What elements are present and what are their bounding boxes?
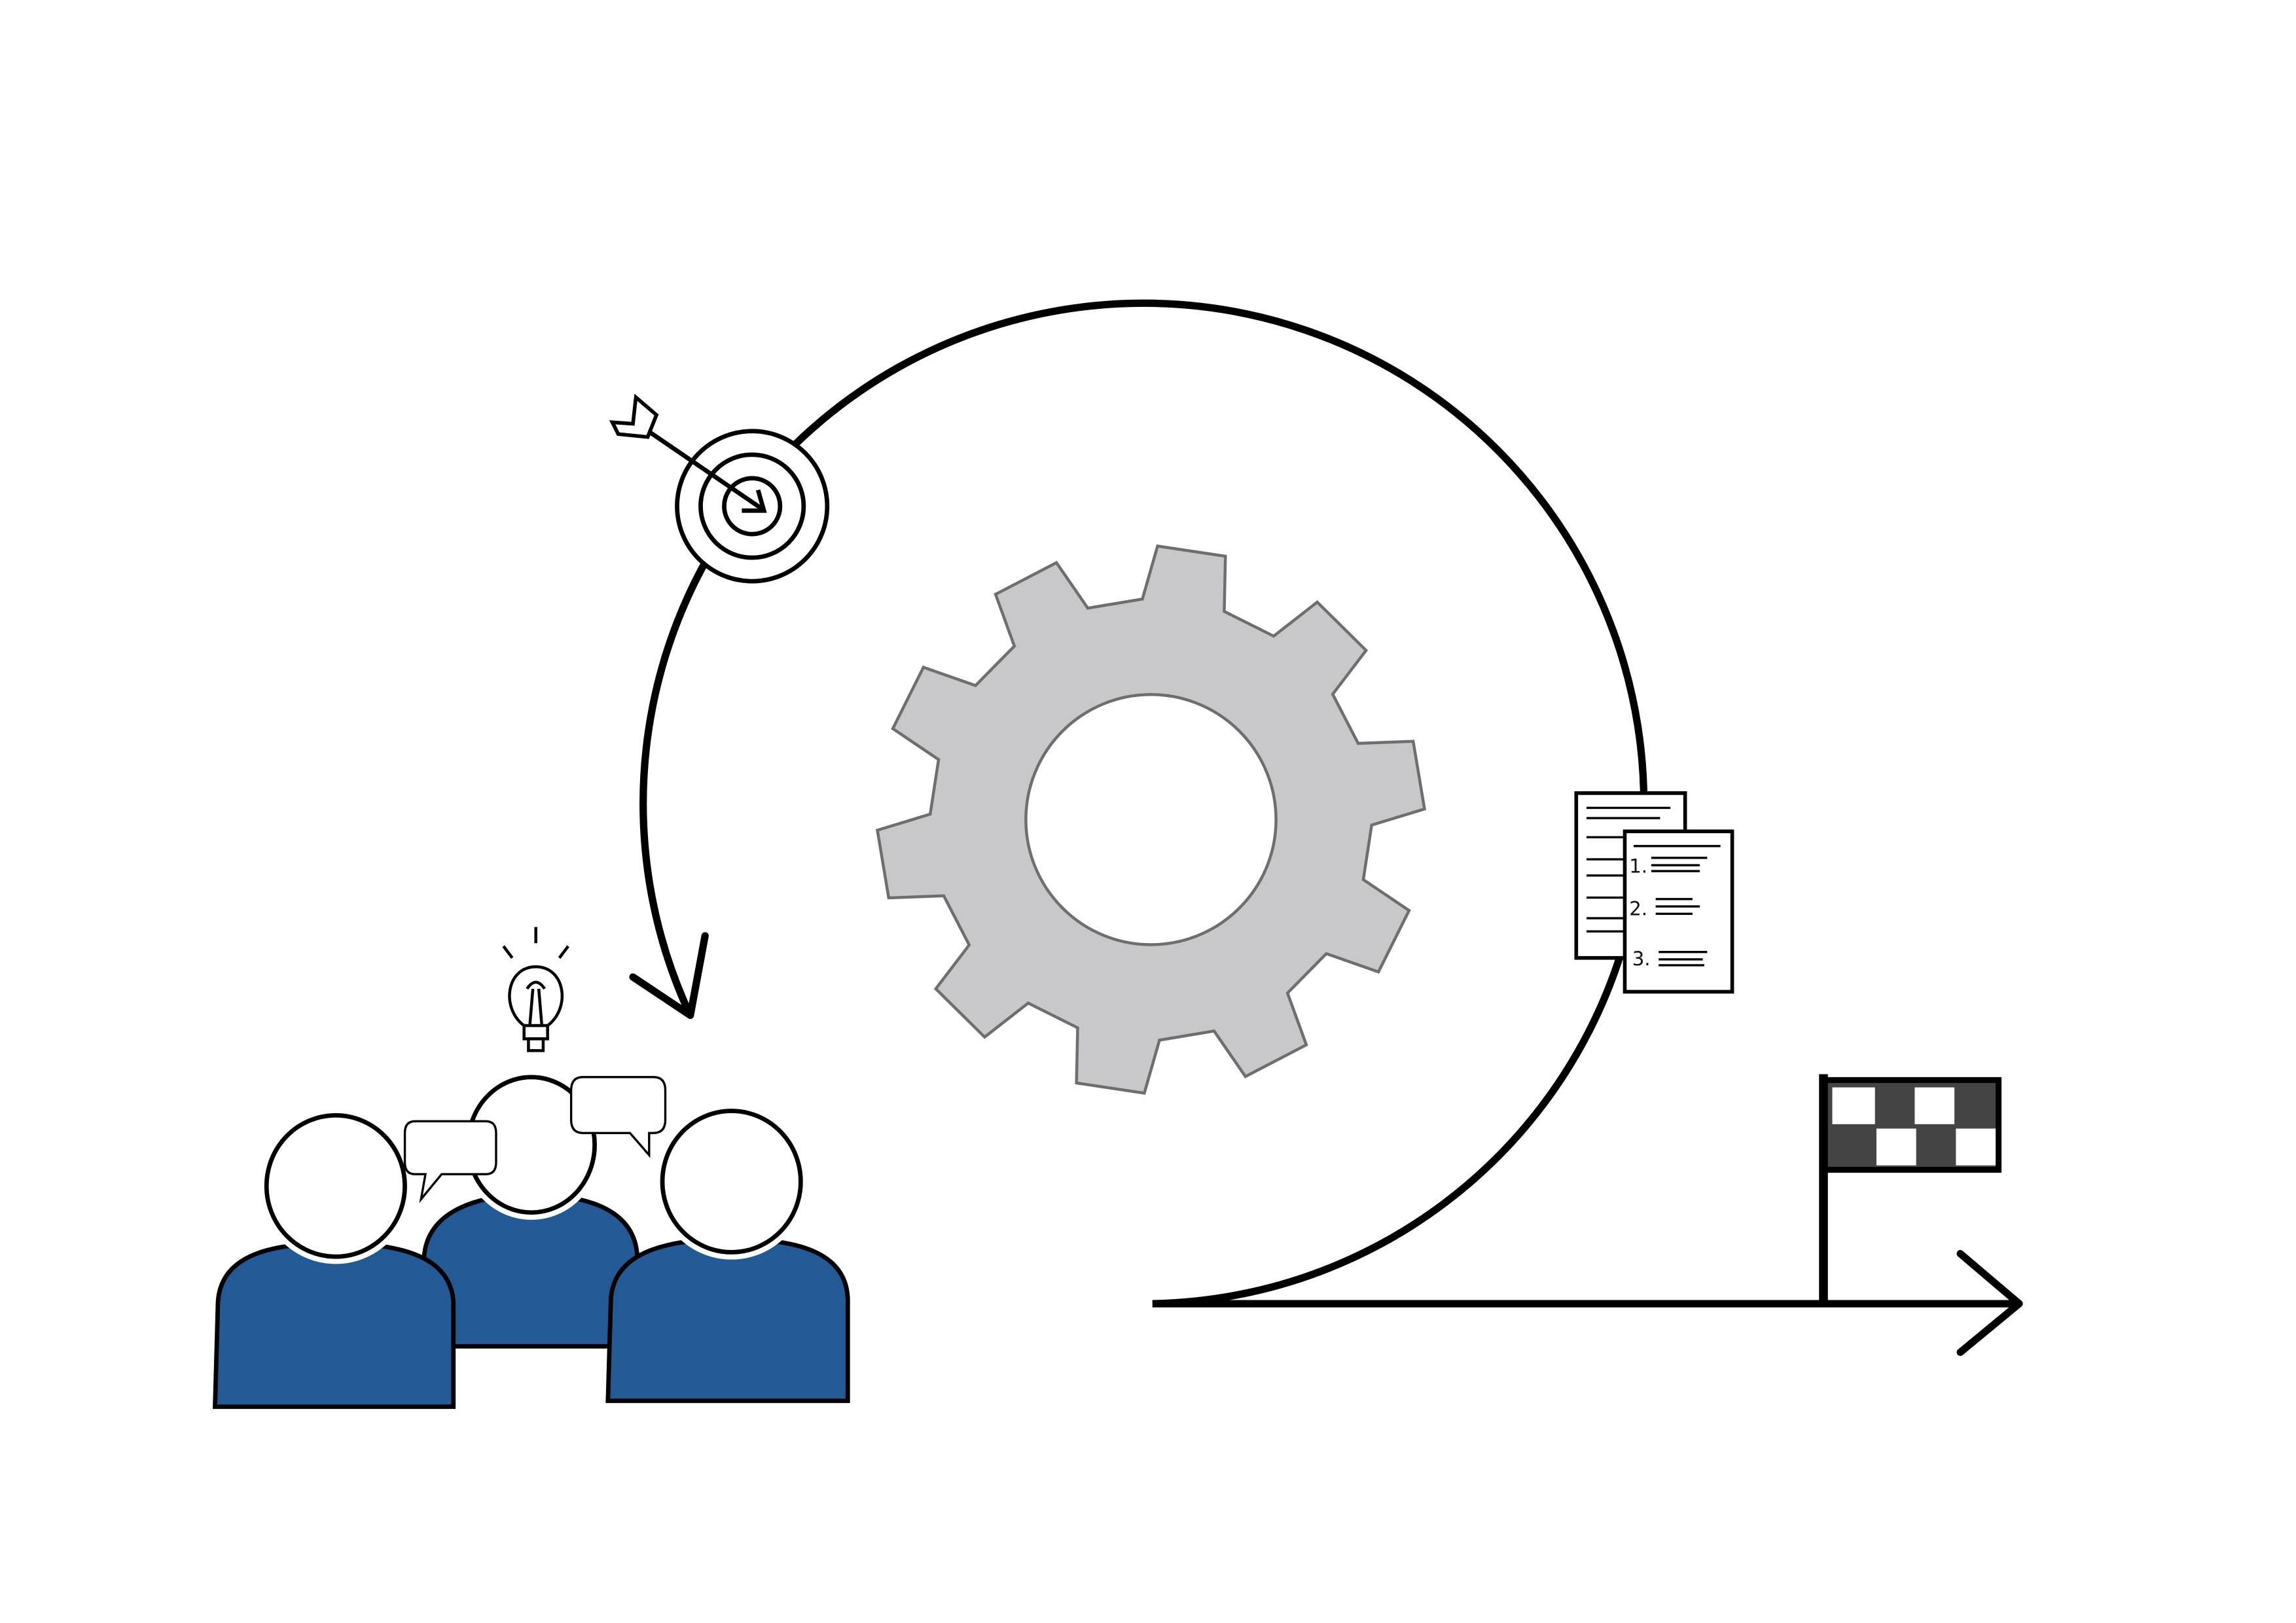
loop-arrowhead-icon	[629, 932, 709, 1020]
list-item-number: 3.	[1632, 948, 1651, 970]
gear-icon	[875, 544, 1427, 1095]
person-left	[213, 1108, 456, 1409]
timeline-arrowhead-icon	[1956, 1250, 2023, 1356]
finish-flag-icon	[1819, 1074, 2002, 1304]
list-item-number: 2.	[1629, 898, 1647, 920]
speech-bubble-icon	[403, 1120, 497, 1204]
loop-arrow-path	[639, 299, 2020, 1308]
lightbulb-icon	[502, 927, 569, 1052]
person-middle	[422, 1069, 640, 1349]
target-icon	[609, 393, 830, 584]
speech-bubble-icon	[569, 1076, 667, 1158]
documents-icon: 1. 2. 3.	[1574, 791, 1734, 994]
team-group	[213, 1069, 850, 1409]
person-right	[605, 1103, 850, 1403]
list-item-number: 1.	[1629, 855, 1647, 877]
